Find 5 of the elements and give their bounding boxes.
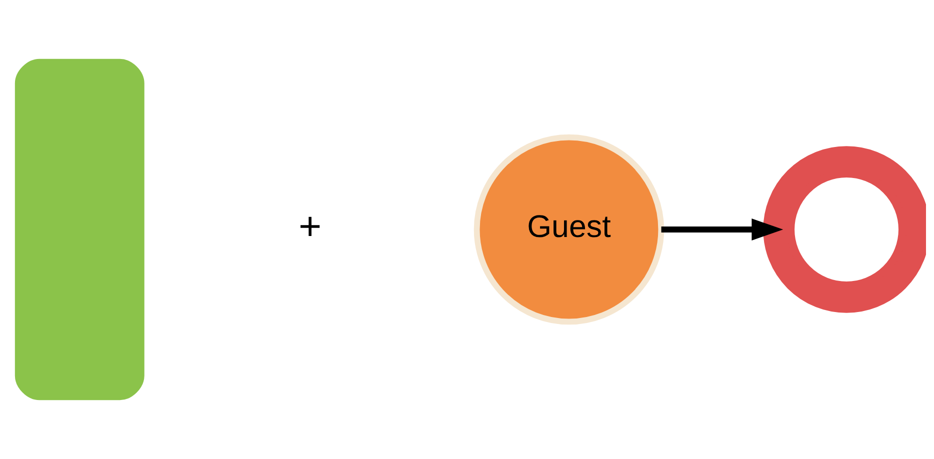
node-circle: Guest (474, 134, 664, 325)
node-arc (14, 58, 144, 400)
arrow (661, 218, 784, 241)
label: + (298, 204, 322, 248)
node-ring (763, 146, 926, 313)
